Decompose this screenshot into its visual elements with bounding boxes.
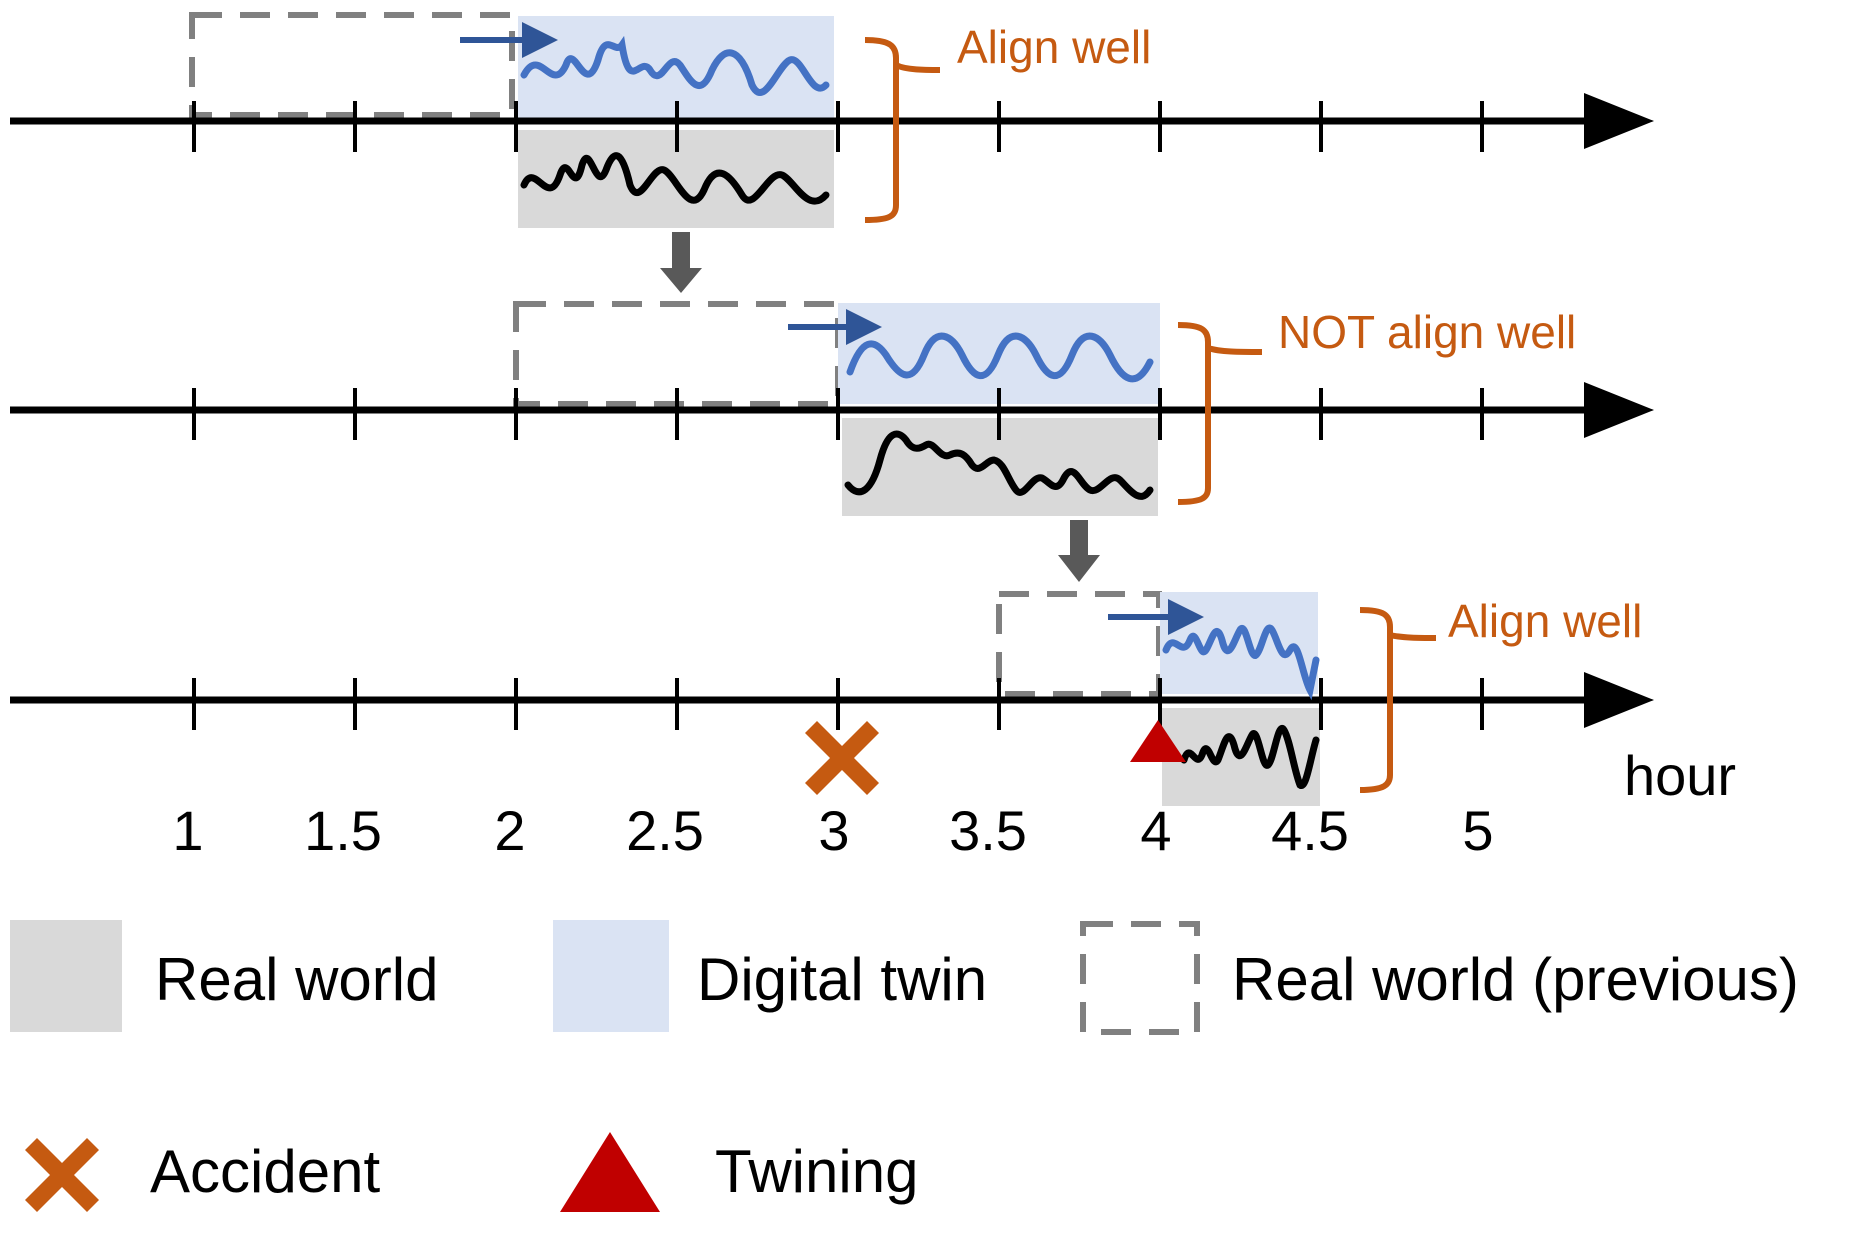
- legend-twining-icon: [560, 1132, 660, 1212]
- previous-window-box: [189, 12, 515, 118]
- legend-swatch-real-world: [10, 920, 122, 1032]
- legend-label-real-world: Real world: [155, 946, 438, 1013]
- real-world-signal: [844, 430, 1154, 500]
- tick-label: 5: [1462, 799, 1493, 862]
- tick-label: 2.5: [626, 799, 704, 862]
- tick-label: 4: [1140, 799, 1171, 862]
- digital-twin-signal: [520, 35, 830, 96]
- axis-ticks: [192, 101, 1484, 152]
- row-1: Align well: [10, 12, 1654, 228]
- legend-accident-icon: [25, 1138, 99, 1212]
- callout-label: NOT align well: [1278, 306, 1576, 358]
- digital-twin-box: [1160, 592, 1318, 694]
- bracket: [864, 37, 941, 223]
- tick-labels: 1 1.5 2 2.5 3 3.5 4 4.5 5: [172, 799, 1493, 862]
- twining-marker: [1130, 720, 1186, 762]
- real-world-signal: [1180, 724, 1320, 789]
- tick-label: 4.5: [1271, 799, 1349, 862]
- accident-marker: [805, 721, 879, 795]
- bracket: [1177, 322, 1263, 505]
- legend-label-digital-twin: Digital twin: [697, 946, 987, 1013]
- down-arrow: [660, 232, 702, 293]
- tick-label: 1: [172, 799, 203, 862]
- callout-label: Align well: [1448, 595, 1642, 647]
- callout-label: Align well: [957, 21, 1151, 73]
- row-3: Align well: [10, 591, 1654, 806]
- legend-label-twining: Twining: [715, 1138, 918, 1205]
- legend: Real world Digital twin Real world (prev…: [10, 920, 1799, 1212]
- bracket: [1359, 607, 1437, 793]
- previous-window-box: [996, 591, 1162, 697]
- legend-label-previous: Real world (previous): [1232, 946, 1799, 1013]
- legend-label-accident: Accident: [150, 1138, 380, 1205]
- axis-unit-label: hour: [1624, 744, 1736, 807]
- axis-ticks: [192, 388, 1484, 440]
- legend-swatch-digital-twin: [553, 920, 669, 1032]
- legend-swatch-previous: [1080, 921, 1200, 1035]
- digital-twin-signal: [1162, 624, 1320, 701]
- digital-twin-signal: [846, 332, 1154, 383]
- axis-ticks: [192, 678, 1484, 730]
- real-world-signal: [520, 152, 830, 205]
- tick-label: 3.5: [949, 799, 1027, 862]
- down-arrow: [1058, 520, 1100, 582]
- tick-label: 3: [818, 799, 849, 862]
- tick-label: 2: [494, 799, 525, 862]
- row-2: NOT align well: [10, 301, 1654, 516]
- tick-label: 1.5: [304, 799, 382, 862]
